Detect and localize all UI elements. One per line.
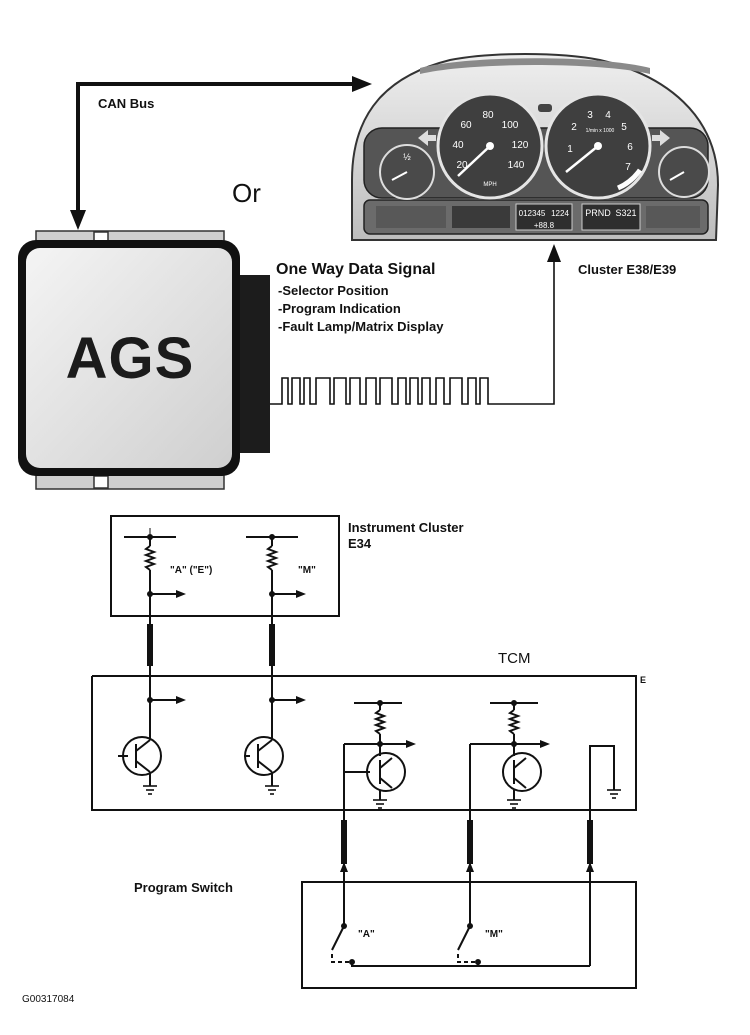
program-value: S321 <box>615 208 636 218</box>
instrument-cluster-model: E34 <box>348 536 372 551</box>
tach-tick-5: 5 <box>621 122 627 133</box>
can-bus-line <box>76 82 352 210</box>
light-indicator-icon <box>538 104 552 112</box>
fuel-gauge <box>379 144 435 200</box>
cluster-input-a-label: "A" ("E") <box>170 565 213 576</box>
tach-tick-4: 4 <box>605 110 611 121</box>
odometer-value: 012345 <box>519 209 546 218</box>
tach-tick-2: 2 <box>571 122 577 133</box>
temperature-value: +88.8 <box>534 221 555 230</box>
tach-tick-1: 1 <box>567 144 573 155</box>
speed-tick-40: 40 <box>452 140 464 151</box>
warning-lamps-left <box>376 206 446 228</box>
switch-m-label: "M" <box>485 929 503 940</box>
speed-tick-140: 140 <box>508 160 525 171</box>
connector-sw-common <box>587 820 593 864</box>
fuel-half-mark: ½ <box>403 152 411 162</box>
speed-unit: MPH <box>483 182 496 188</box>
speed-tick-60: 60 <box>460 120 472 131</box>
trip-value: 1224 <box>551 209 569 218</box>
tcm-module <box>91 675 637 824</box>
gear-display <box>581 203 641 231</box>
switch-a-label: "A" <box>358 929 375 940</box>
ground-symbols <box>143 785 621 809</box>
temperature-gauge <box>658 146 710 198</box>
instrument-cluster-label: Instrument Cluster E34 <box>348 520 464 552</box>
car-icon-panel <box>452 206 510 228</box>
tach-tick-7: 7 <box>625 162 631 173</box>
program-switch <box>301 864 637 989</box>
speedometer <box>436 92 544 200</box>
instrument-cluster-e34 <box>110 515 340 730</box>
data-signal-waveform <box>270 262 555 405</box>
left-turn-icon <box>418 130 436 146</box>
speed-tick-120: 120 <box>512 140 529 151</box>
tcm-junctions <box>147 696 550 748</box>
figure-id: G00317084 <box>22 994 75 1005</box>
gear-value: PRND <box>585 208 611 218</box>
connector-a <box>147 624 153 666</box>
can-bus-arrow-down <box>70 210 86 230</box>
signal-arrow-up <box>547 244 561 262</box>
connector-sw-a <box>341 820 347 864</box>
can-bus-arrow-right <box>352 76 372 92</box>
instrument-cluster-name: Instrument Cluster <box>348 520 464 535</box>
signal-item-selector: -Selector Position <box>278 283 389 298</box>
warning-lamps-right <box>646 206 700 228</box>
switch-contacts <box>340 862 594 965</box>
tach-tick-3: 3 <box>587 110 593 121</box>
connector-sw-m <box>467 820 473 864</box>
cluster-e38-e39-label: Cluster E38/E39 <box>578 262 677 277</box>
tcm-label: TCM <box>498 650 531 667</box>
tcm-corner-mark: E <box>640 675 647 685</box>
speed-tick-20: 20 <box>456 160 468 171</box>
signal-title: One Way Data Signal <box>276 261 436 278</box>
program-switch-label: Program Switch <box>134 880 233 895</box>
tachometer <box>544 92 652 200</box>
speed-tick-80: 80 <box>482 110 494 121</box>
cluster-input-m-label: "M" <box>298 565 316 576</box>
can-bus-label: CAN Bus <box>98 96 155 111</box>
right-turn-icon <box>652 130 670 146</box>
tach-unit: 1/min x 1000 <box>586 128 615 134</box>
odometer-display <box>515 203 573 231</box>
ags-module-label: AGS <box>65 326 195 391</box>
tach-tick-6: 6 <box>627 142 633 153</box>
speed-tick-100: 100 <box>502 120 519 131</box>
ags-module <box>18 230 270 490</box>
cluster-junctions <box>147 534 306 598</box>
connector-m <box>269 624 275 666</box>
signal-item-program: -Program Indication <box>278 301 401 316</box>
signal-item-fault: -Fault Lamp/Matrix Display <box>278 319 444 334</box>
or-label: Or <box>232 178 261 208</box>
